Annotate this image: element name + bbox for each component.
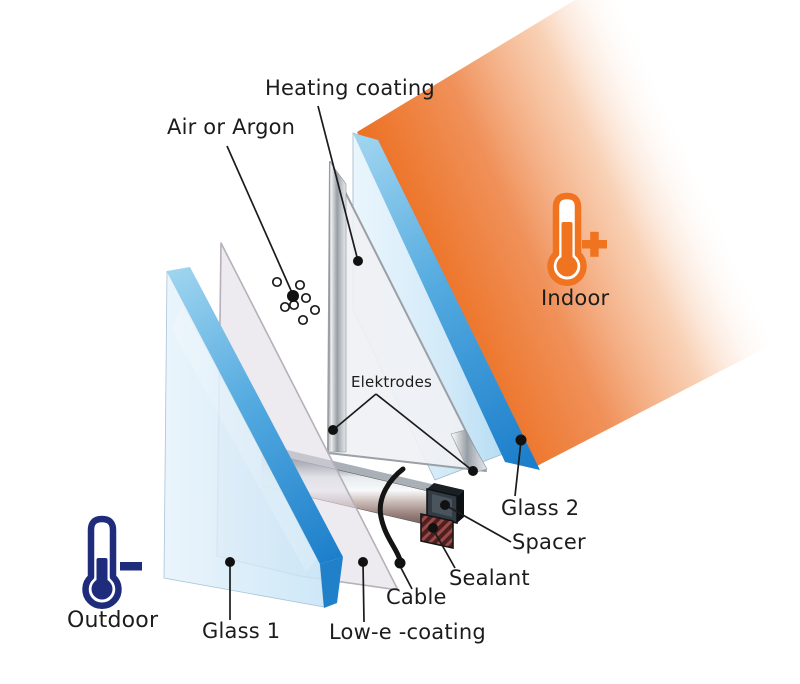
- label-elektrodes: Elektrodes: [351, 373, 433, 391]
- spacer-cap-top: [427, 483, 464, 496]
- label-outdoor: Outdoor: [67, 608, 159, 633]
- gas-molecules: [271, 276, 321, 326]
- electrode-right: [450, 429, 488, 475]
- label-glass-1: Glass 1: [202, 619, 281, 643]
- dot-sealant: [428, 523, 438, 533]
- thermometer-minus-icon: [82, 515, 142, 610]
- glass1-edge-foot: [320, 557, 343, 608]
- plus-sign: [582, 231, 607, 257]
- label-glass-2: Glass 2: [501, 496, 580, 520]
- glass1-pane: [163, 267, 343, 608]
- electrode-left: [329, 161, 347, 453]
- dot-glass1: [225, 557, 235, 567]
- glass1-edge-band: [167, 267, 343, 564]
- dot-electrode-left: [328, 425, 338, 435]
- heating-coating-pane: [327, 161, 488, 475]
- dot-air-argon: [287, 290, 299, 302]
- label-cable: Cable: [386, 585, 447, 609]
- glass1-sheen: [172, 305, 318, 572]
- minus-sign: [120, 562, 142, 571]
- dot-heating-coating: [353, 256, 363, 266]
- pointer-lines: [225, 105, 527, 623]
- label-heating-coating: Heating coating: [265, 76, 435, 100]
- glass2-edge-band: [353, 133, 540, 470]
- label-indoor: Indoor: [541, 286, 610, 310]
- label-spacer: Spacer: [512, 530, 586, 554]
- dot-electrode-right: [468, 466, 478, 476]
- dot-glass2: [515, 434, 527, 446]
- thermometer-plus-icon: [547, 192, 607, 287]
- heating-film: [327, 161, 487, 472]
- label-low-e-coating: Low-e -coating: [329, 620, 486, 644]
- label-air-or-argon: Air or Argon: [167, 115, 296, 139]
- label-sealant: Sealant: [449, 566, 530, 590]
- cable-wire: [377, 466, 406, 563]
- dot-cable: [394, 557, 406, 569]
- dot-low-e: [358, 557, 368, 567]
- dot-spacer: [440, 500, 450, 510]
